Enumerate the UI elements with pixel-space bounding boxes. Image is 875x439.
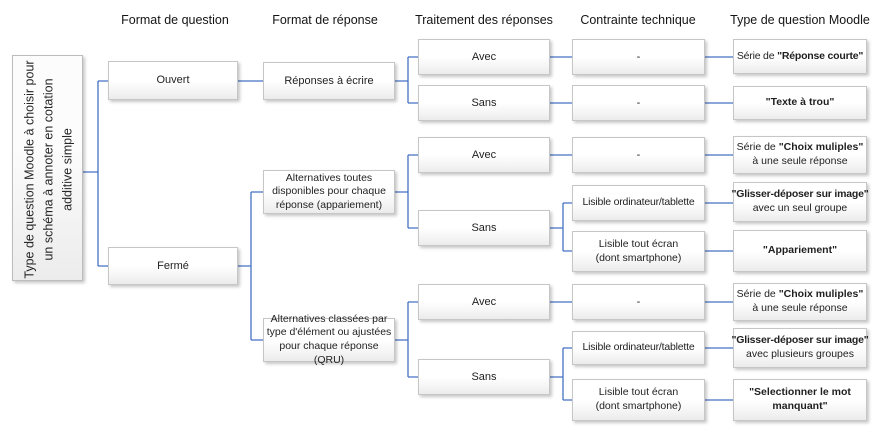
node-label: "Glisser-déposer sur image"avec plusieur… — [731, 334, 868, 361]
node-label-bold: "Réponse courte" — [777, 49, 864, 62]
header-format-question: Format de question — [121, 13, 229, 27]
node-label-line1: Lisible tout écran — [598, 237, 679, 250]
node-label: "Texte à trou" — [766, 96, 835, 110]
node-label-suffix: avec plusieurs groupes — [746, 348, 854, 360]
header-traitement: Traitement des réponses — [415, 13, 553, 27]
node-label-prefix: Série de — [736, 288, 779, 301]
node-label: Fermé — [157, 259, 189, 272]
node-moodle-reponse-courte: Série de "Réponse courte" — [733, 39, 867, 74]
node-label: Lisible ordinateur/tablette — [582, 196, 695, 209]
node-label-suffix: à une seule réponse — [752, 302, 848, 314]
node-label: Sans — [471, 96, 497, 109]
node-label-prefix: Série de — [736, 141, 779, 154]
node-moodle-glisser-un-groupe: "Glisser-déposer sur image"avec un seul … — [731, 182, 869, 222]
node-ferme: Fermé — [108, 247, 238, 285]
root-title-box: Type de question Moodle à choisir pour u… — [12, 55, 83, 281]
node-label: Avec — [471, 148, 497, 161]
node-label: - — [636, 148, 641, 161]
node-label-suffix: avec un seul groupe — [752, 202, 848, 214]
node-moodle-appariement: "Appariement" — [733, 230, 867, 272]
header-type-moodle: Type de question Moodle — [730, 13, 870, 27]
root-title-label: Type de question Moodle à choisir pour u… — [22, 59, 74, 279]
node-sans-3: Sans — [418, 359, 550, 395]
header-contrainte: Contrainte technique — [580, 13, 696, 27]
node-label-bold: "Texte à trou" — [765, 96, 835, 109]
node-moodle-glisser-plusieurs-groupes: "Glisser-déposer sur image"avec plusieur… — [731, 328, 869, 368]
node-label-prefix: Série de — [736, 49, 778, 62]
node-dash-3: - — [572, 137, 705, 173]
node-label-line2: (dont smartphone) — [595, 251, 682, 264]
node-label: Série de "Choix muliples" à une seule ré… — [736, 141, 864, 168]
connector-root-split — [83, 80, 108, 267]
node-avec-3: Avec — [418, 284, 550, 320]
node-label: Réponses à écrire — [284, 74, 374, 87]
node-label: Alternatives classées par type d'élément… — [266, 312, 392, 366]
node-label: - — [636, 295, 641, 308]
node-ouvert: Ouvert — [108, 61, 238, 100]
node-label: - — [636, 50, 641, 63]
node-label: "Glisser-déposer sur image"avec un seul … — [731, 188, 868, 215]
node-sans-2: Sans — [418, 210, 550, 246]
node-label-bold: "Appariement" — [762, 244, 838, 257]
node-label-bold: "Choix muliples" — [778, 141, 864, 154]
node-avec-2: Avec — [418, 137, 550, 173]
node-lisible-ordinateur-2: Lisible ordinateur/tablette — [572, 331, 705, 365]
node-label: Série de "Choix muliples" à une seule ré… — [736, 288, 864, 315]
node-moodle-choix-multiples-1: Série de "Choix muliples" à une seule ré… — [733, 136, 867, 174]
node-label: Avec — [471, 295, 497, 308]
node-alternatives-appariement: Alternatives toutes disponibles pour cha… — [263, 170, 395, 214]
node-dash-4: - — [572, 284, 705, 320]
node-label: - — [636, 96, 641, 109]
node-label-suffix: à une seule réponse — [752, 155, 848, 167]
node-reponses-a-ecrire: Réponses à écrire — [263, 62, 395, 100]
node-label: Lisible ordinateur/tablette — [582, 341, 695, 354]
node-lisible-tout-ecran-2: Lisible tout écran(dont smartphone) — [572, 379, 705, 421]
node-label-line1: Lisible tout écran — [598, 386, 679, 399]
node-dash-2: - — [572, 85, 705, 121]
node-label: Série de "Réponse courte" — [736, 49, 864, 64]
node-label: Lisible tout écran(dont smartphone) — [596, 238, 682, 265]
node-label-bold: "Glisser-déposer sur image" — [731, 334, 869, 347]
node-moodle-selectionner-mot: "Selectionner le mot manquant" — [733, 379, 867, 421]
node-lisible-ordinateur-1: Lisible ordinateur/tablette — [572, 185, 705, 221]
node-avec-1: Avec — [418, 39, 550, 75]
node-alternatives-qru: Alternatives classées par type d'élément… — [263, 313, 395, 366]
node-label-bold: "Glisser-déposer sur image" — [731, 188, 869, 201]
node-lisible-tout-ecran-1: Lisible tout écran(dont smartphone) — [572, 231, 705, 272]
node-label: "Appariement" — [763, 244, 837, 258]
node-label-line2: (dont smartphone) — [595, 400, 682, 412]
node-label: Sans — [471, 221, 497, 234]
node-label-bold: "Selectionner le mot manquant" — [749, 386, 851, 412]
node-label: Avec — [471, 50, 497, 63]
node-label: Alternatives toutes disponibles pour cha… — [272, 171, 386, 211]
node-label: Lisible tout écran(dont smartphone) — [596, 386, 682, 413]
node-label: Sans — [471, 370, 497, 383]
node-dash-1: - — [572, 39, 705, 75]
node-moodle-texte-a-trou: "Texte à trou" — [733, 86, 867, 120]
node-sans-1: Sans — [418, 85, 550, 121]
node-label: "Selectionner le mot manquant" — [736, 386, 864, 413]
node-label-bold: "Choix muliples" — [778, 288, 864, 301]
node-moodle-choix-multiples-2: Série de "Choix muliples" à une seule ré… — [733, 283, 867, 321]
node-label: Ouvert — [156, 74, 190, 87]
header-format-reponse: Format de réponse — [272, 13, 378, 27]
connector-ferme-split — [238, 191, 263, 341]
